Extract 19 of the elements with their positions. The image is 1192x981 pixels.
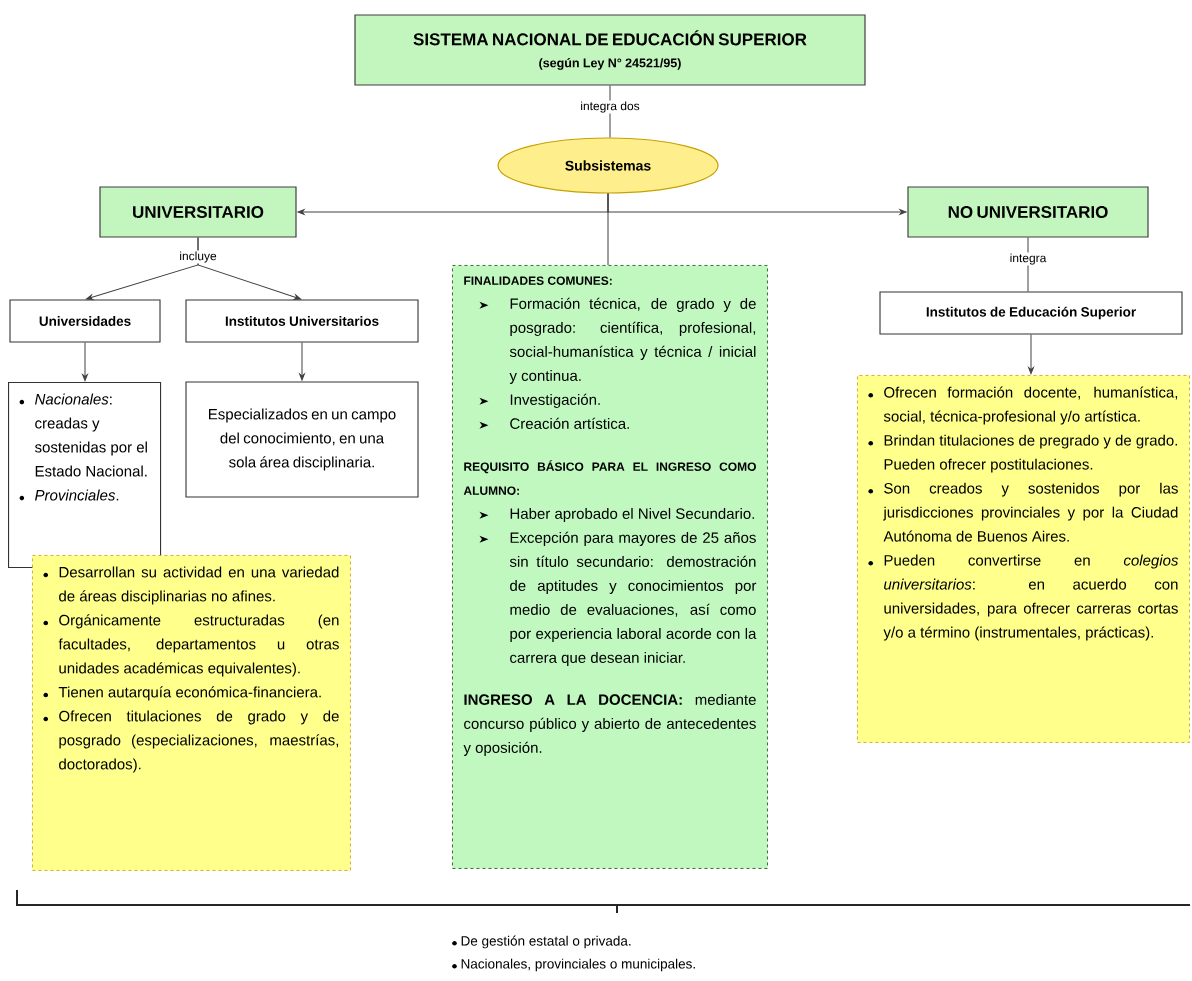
feature-note-box: Ofrecen formación docente, humanística, social, técnica-profesional y/o artística. Brindan titulaciones de pregrado y de grado. Pueden ofrecer postitulaciones. Son creados y sostenidos por las jurisdicciones provinciales y por la Ciudad Autónoma de Buenos Aires. Pueden convertirse en colegios universitarios: en acuerdo con universidades, para ofrecer carreras cortas y/o a término (instrumentales, prácticas). <box>857 375 1190 743</box>
connector-arrow <box>299 342 305 381</box>
type-box: Universidades <box>9 299 161 343</box>
bullet-item-text: Nacionales, provinciales o municipales. <box>452 958 695 972</box>
edge-label: incluye <box>178 250 218 264</box>
common-features-box: FINALIDADES COMUNES: Formación técnica, de grado y de posgrado: científica, profesional, social-humanística y técnica / inicial y continua. Investigación. Creación artística. REQUISITO BÁSICO PARA EL INGRESO COMO ALUMNO: Haber aprobado el Nivel Secundario. Excepción para mayores de 25 años sin título secundario: demostración de aptitudes y conocimientos por medio de evaluaciones, así como por experiencia laboral acorde con la carrera que desean iniciar. INGRESO A LA DOCENCIA: mediante concurso público y abierto de antecedentes y oposición. <box>452 265 768 869</box>
edge-label: integra <box>1008 252 1048 266</box>
connector-arrow <box>82 342 88 382</box>
category-box: UNIVERSITARIO <box>99 186 297 238</box>
category-box: NO UNIVERSITARIO <box>907 186 1149 238</box>
type-box: Institutos de Educación Superior <box>879 291 1183 335</box>
description-box: Especializados en un campo del conocimiento, en una sola área disciplinaria. <box>185 381 419 498</box>
title-box: SISTEMA NACIONAL DE EDUCACIÓN SUPERIOR (según Ley N° 24521/95) <box>354 14 866 86</box>
edge-label: integra dos <box>579 100 641 114</box>
feature-note-box: Desarrollan su actividad en una variedad de áreas disciplinarias no afines. Orgánicamente estructuradas (en facultades, departamentos u otras unidades académicas equivalentes). Tienen autarquía económica-financiera. Ofrecen titulaciones de grado y de posgrado (especializaciones, maestrías, doctorados). <box>32 555 351 871</box>
bullet-item-text: De gestión estatal o privada. <box>452 935 631 949</box>
connector-arrow <box>1028 334 1034 375</box>
type-box: Institutos Universitarios <box>185 299 419 343</box>
connector-arrow <box>197 237 302 300</box>
